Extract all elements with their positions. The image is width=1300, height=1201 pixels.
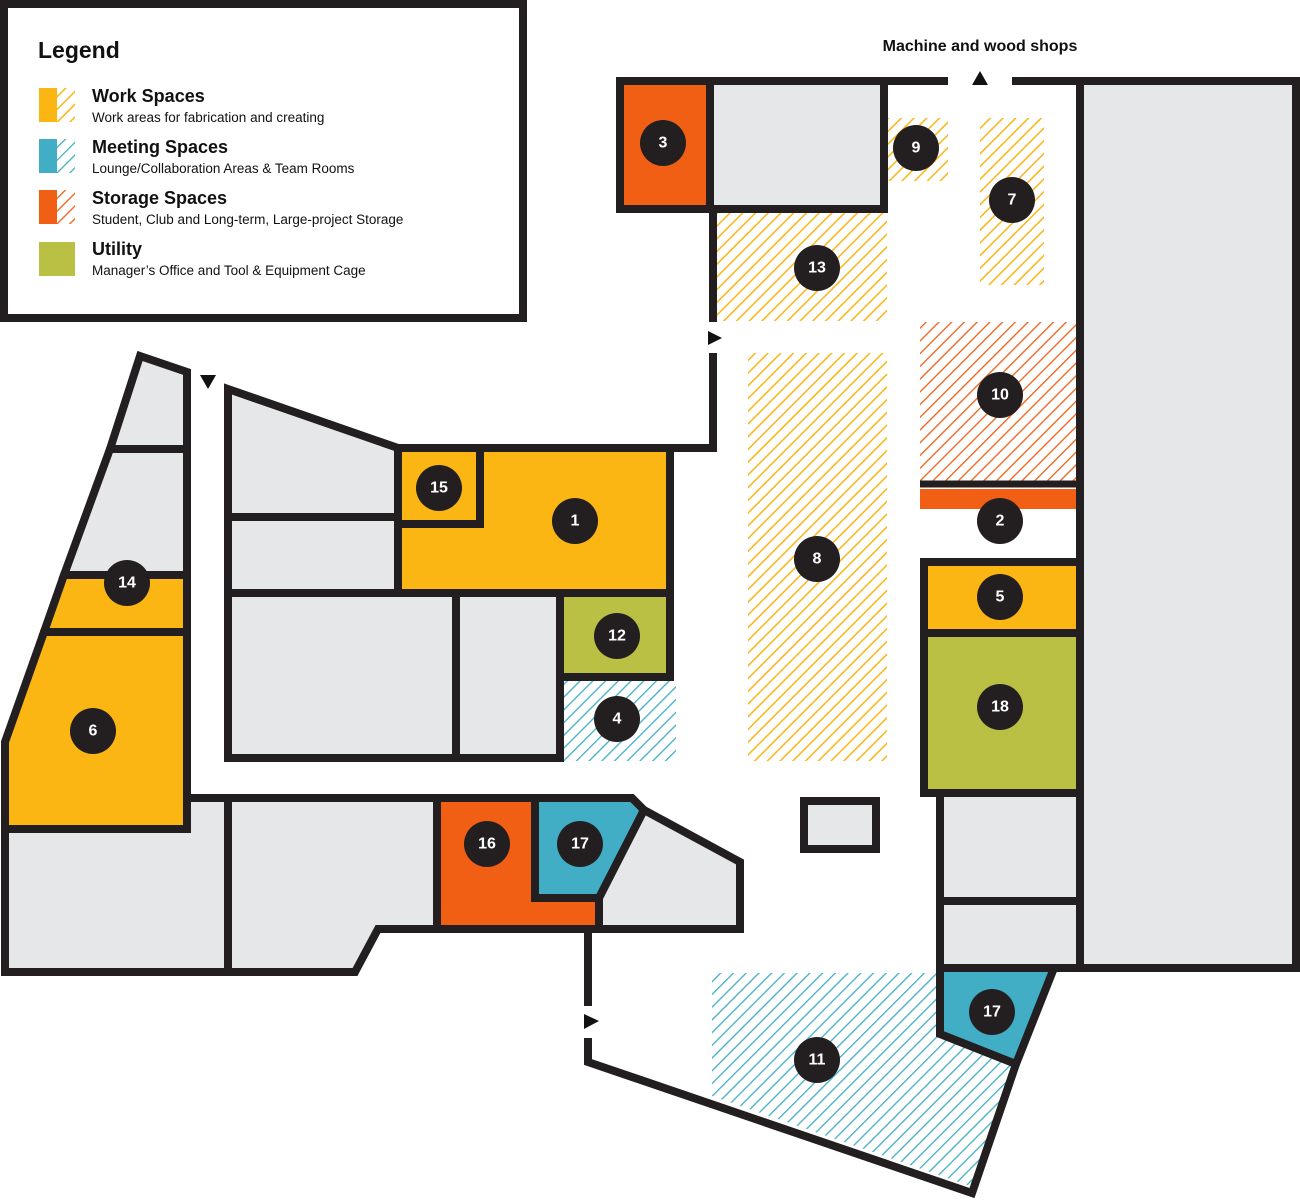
svg-text:6: 6 bbox=[89, 723, 98, 740]
marker-18[interactable]: 18 bbox=[977, 684, 1023, 730]
room bbox=[58, 445, 191, 579]
marker-14[interactable]: 14 bbox=[104, 560, 150, 606]
svg-text:3: 3 bbox=[659, 135, 668, 152]
svg-text:2: 2 bbox=[996, 513, 1005, 530]
svg-text:4: 4 bbox=[613, 711, 622, 728]
marker-1[interactable]: 1 bbox=[552, 498, 598, 544]
svg-text:12: 12 bbox=[608, 628, 626, 645]
room bbox=[104, 350, 191, 453]
island bbox=[800, 797, 880, 853]
svg-text:1: 1 bbox=[571, 513, 580, 530]
marker-6[interactable]: 6 bbox=[70, 708, 116, 754]
legend-item-title: Storage Spaces bbox=[92, 188, 227, 208]
svg-text:14: 14 bbox=[118, 575, 136, 592]
legend-item-subtitle: Student, Club and Long-term, Large-proje… bbox=[92, 212, 403, 227]
marker-9[interactable]: 9 bbox=[893, 125, 939, 171]
room bbox=[936, 789, 1084, 905]
legend-swatch-storage-hatch bbox=[57, 190, 75, 224]
legend-item-subtitle: Lounge/Collaboration Areas & Team Rooms bbox=[92, 161, 355, 176]
svg-text:13: 13 bbox=[808, 260, 826, 277]
marker-17b[interactable]: 17 bbox=[969, 989, 1015, 1035]
shops-label: Machine and wood shops bbox=[883, 38, 1078, 55]
marker-16[interactable]: 16 bbox=[464, 821, 510, 867]
svg-text:8: 8 bbox=[813, 551, 822, 568]
legend-item-subtitle: Work areas for fabrication and creating bbox=[92, 110, 324, 125]
entrance-arrow-icon bbox=[584, 1014, 599, 1029]
room bbox=[1076, 77, 1300, 972]
legend-swatch-work-hatch bbox=[57, 88, 75, 122]
legend-item-title: Utility bbox=[92, 239, 142, 259]
room bbox=[224, 383, 402, 521]
legend-title: Legend bbox=[38, 37, 120, 63]
marker-8[interactable]: 8 bbox=[794, 536, 840, 582]
room bbox=[595, 804, 744, 933]
legend-item-subtitle: Manager’s Office and Tool & Equipment Ca… bbox=[92, 263, 366, 278]
marker-2[interactable]: 2 bbox=[977, 498, 1023, 544]
marker-11[interactable]: 11 bbox=[794, 1037, 840, 1083]
entrances bbox=[200, 71, 988, 1029]
legend-swatch-storage bbox=[39, 190, 57, 224]
marker-12[interactable]: 12 bbox=[594, 613, 640, 659]
entrance-arrow-icon bbox=[708, 331, 722, 345]
marker-13[interactable]: 13 bbox=[794, 245, 840, 291]
marker-10[interactable]: 10 bbox=[977, 372, 1023, 418]
legend-swatch-work bbox=[39, 88, 57, 122]
room bbox=[706, 77, 888, 213]
right-building bbox=[584, 77, 1300, 1199]
svg-text:10: 10 bbox=[991, 387, 1009, 404]
legend-swatch-meeting-hatch bbox=[57, 139, 75, 173]
svg-text:5: 5 bbox=[996, 589, 1005, 606]
marker-4[interactable]: 4 bbox=[594, 696, 640, 742]
svg-text:17: 17 bbox=[571, 836, 589, 853]
marker-17a[interactable]: 17 bbox=[557, 821, 603, 867]
svg-text:7: 7 bbox=[1008, 192, 1017, 209]
legend: Legend Work Spaces Work areas for fabric… bbox=[0, 0, 527, 322]
room bbox=[224, 513, 402, 597]
markers: 1 2 3 4 5 6 7 8 9 10 11 12 13 14 15 16 1… bbox=[70, 120, 1035, 1083]
legend-swatch-utility bbox=[39, 242, 75, 276]
marker-5[interactable]: 5 bbox=[977, 574, 1023, 620]
legend-item-title: Work Spaces bbox=[92, 86, 205, 106]
legend-item-title: Meeting Spaces bbox=[92, 137, 228, 157]
svg-text:9: 9 bbox=[912, 140, 921, 157]
svg-text:18: 18 bbox=[991, 699, 1009, 716]
left-building bbox=[1, 350, 744, 976]
marker-15[interactable]: 15 bbox=[416, 465, 462, 511]
entrance-arrow-icon bbox=[972, 71, 988, 85]
legend-swatch-meeting bbox=[39, 139, 57, 173]
entrance-arrow-icon bbox=[200, 375, 216, 389]
svg-text:17: 17 bbox=[983, 1004, 1001, 1021]
room bbox=[224, 794, 441, 976]
svg-text:11: 11 bbox=[809, 1052, 826, 1069]
legend-box bbox=[0, 0, 527, 322]
room bbox=[224, 589, 460, 762]
room bbox=[936, 897, 1084, 972]
marker-7[interactable]: 7 bbox=[989, 177, 1035, 223]
room bbox=[452, 589, 564, 762]
marker-3[interactable]: 3 bbox=[640, 120, 686, 166]
svg-text:16: 16 bbox=[478, 836, 496, 853]
svg-text:15: 15 bbox=[430, 480, 448, 497]
